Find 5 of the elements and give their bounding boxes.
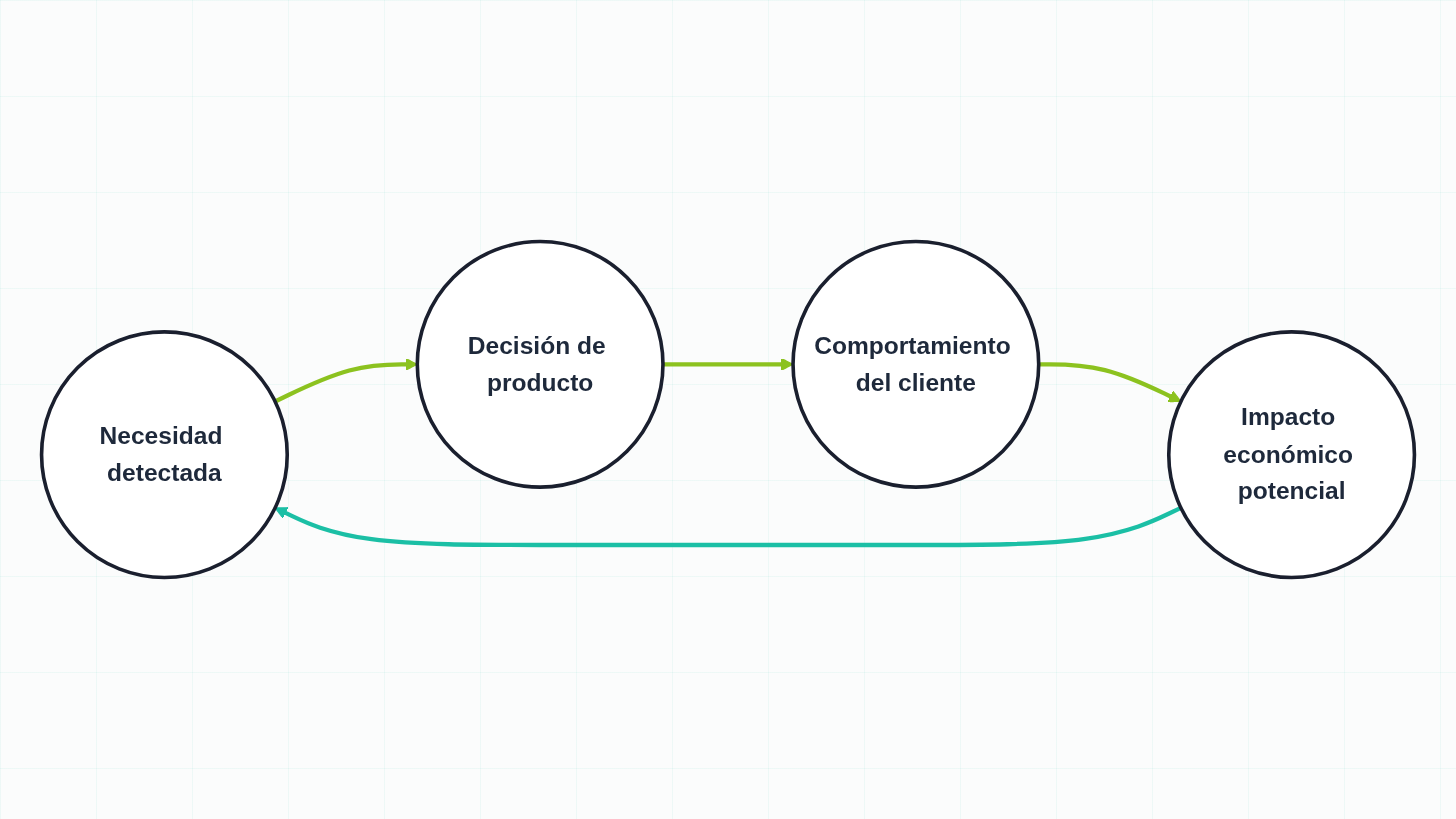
arrow xyxy=(274,505,1182,548)
node-circle: Decisión de producto xyxy=(415,239,665,489)
node-circle: Necesidad detectada xyxy=(39,330,290,580)
node-circle: Impacto económico potencial xyxy=(1166,330,1417,580)
node-circle: Comportamiento del cliente xyxy=(791,239,1041,489)
